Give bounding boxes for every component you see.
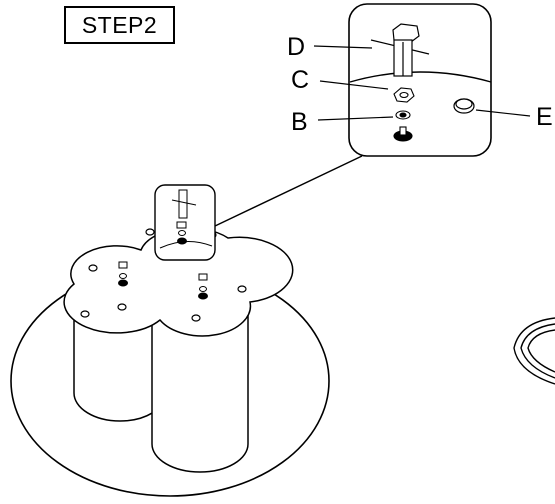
inset-large xyxy=(348,3,492,157)
partial-ring xyxy=(513,317,555,385)
callout-e: E xyxy=(536,103,553,131)
zoom-leader-line xyxy=(214,155,363,227)
step-label: STEP2 xyxy=(64,6,175,44)
callout-d: D xyxy=(287,33,306,61)
part-d-hex-wrench xyxy=(370,23,430,77)
hardware-left xyxy=(118,261,128,287)
part-b-washer xyxy=(395,110,411,120)
inset-surface-arc xyxy=(349,71,492,83)
inset-small-parts xyxy=(159,189,213,249)
threaded-stud xyxy=(393,126,413,142)
mount-holes xyxy=(80,228,247,322)
part-e-cap xyxy=(453,98,475,114)
hardware-right xyxy=(198,273,208,300)
right-cylinder xyxy=(151,302,249,473)
callout-leaders xyxy=(313,45,531,121)
part-c-nut xyxy=(393,87,415,103)
callout-c: C xyxy=(291,66,310,94)
callout-b: B xyxy=(291,108,308,136)
